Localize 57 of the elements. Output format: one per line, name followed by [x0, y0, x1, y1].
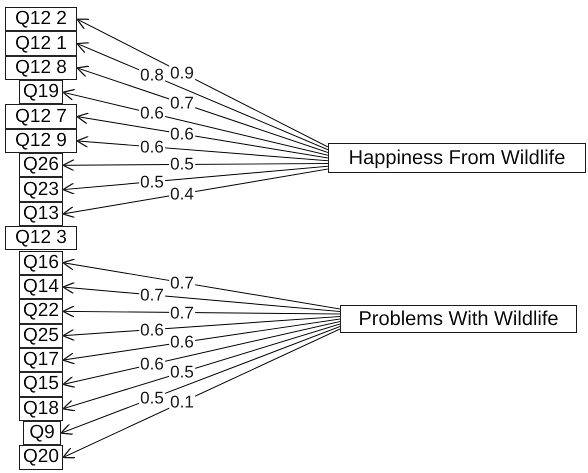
arrow: [62, 166, 328, 195]
arrow: [60, 326, 340, 435]
edge-label: 0.4: [169, 185, 195, 202]
edge-label: 0.7: [169, 274, 195, 292]
arrow: [76, 66, 328, 154]
observed-variable-box: Q20: [19, 445, 63, 470]
observed-variable-box: Q12 3: [5, 226, 77, 250]
observed-variable-box: Q26: [19, 153, 63, 178]
latent-factor-box: Problems With Wildlife: [340, 305, 577, 333]
edge-label: 0.7: [139, 286, 165, 304]
edge-label: 0.5: [139, 390, 165, 407]
edge-label: 0.5: [169, 364, 195, 381]
observed-variable-box: Q23: [19, 177, 63, 202]
edge-label: 0.6: [169, 334, 195, 351]
observed-variable-box: Q25: [19, 324, 63, 348]
observed-variable-box: Q14: [19, 274, 63, 300]
observed-variable-box: Q18: [19, 396, 63, 421]
edge-label: 0.6: [139, 356, 165, 373]
edge-label: 0.5: [139, 173, 165, 190]
observed-variable-box: Q9: [23, 420, 61, 446]
observed-variable-box: Q12 8: [5, 56, 77, 80]
edge-label: 0.6: [139, 321, 165, 338]
observed-variable-box: Q22: [19, 299, 63, 324]
observed-variable-box: Q12 9: [5, 128, 77, 154]
edge-label: 0.8: [139, 66, 165, 84]
edge-label: 0.6: [139, 104, 165, 122]
observed-variable-box: Q17: [19, 348, 63, 372]
observed-variable-box: Q16: [19, 250, 63, 275]
arrow: [76, 112, 328, 159]
arrow: [62, 258, 340, 310]
observed-variable-box: Q19: [19, 80, 63, 104]
arrow: [62, 282, 340, 312]
arrow: [62, 328, 340, 458]
arrow: [62, 320, 340, 388]
observed-variable-box: Q15: [19, 372, 63, 397]
edge-label: 0.7: [169, 304, 195, 321]
edge-label: 0.9: [169, 64, 195, 82]
arrow: [76, 18, 328, 148]
observed-variable-box: Q12 7: [5, 104, 77, 129]
arrow: [76, 136, 328, 162]
arrow: [62, 159, 328, 172]
arrow: [62, 318, 340, 365]
arrow: [62, 323, 340, 412]
arrow: [76, 42, 328, 150]
arrow: [62, 168, 328, 218]
edge-label: 0.7: [169, 94, 195, 112]
arrow: [62, 305, 340, 318]
arrow: [62, 88, 328, 156]
observed-variable-box: Q12 2: [5, 7, 77, 32]
observed-variable-box: Q13: [19, 202, 63, 226]
edge-label: 0.6: [169, 125, 195, 142]
edge-label: 0.1: [169, 394, 195, 411]
arrow: [62, 316, 340, 342]
observed-variable-box: Q12 1: [5, 31, 77, 56]
edge-label: 0.6: [139, 138, 165, 156]
edge-label: 0.5: [169, 156, 195, 173]
latent-factor-box: Happiness From Wildlife: [328, 143, 586, 173]
